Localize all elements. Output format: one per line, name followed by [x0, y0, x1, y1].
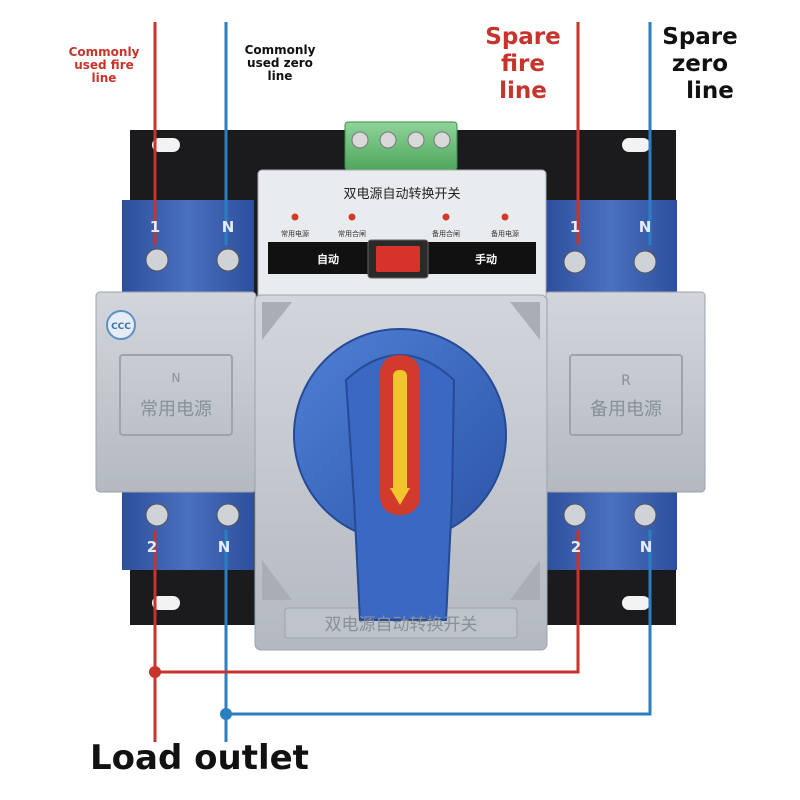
label-spare-zero-line: line	[686, 78, 734, 104]
label-load-outlet: Load outlet	[90, 738, 309, 778]
terminal-right-bot-n: N	[640, 538, 653, 556]
right-module-name: 备用电源	[590, 399, 662, 420]
wiring	[153, 22, 652, 742]
label-common-zero-line: Commonly used zero line	[244, 43, 316, 83]
indicator-label-1: 常用电源	[281, 229, 309, 238]
panel-title: 双电源自动转换开关	[343, 187, 460, 202]
ccc-mark-label: CCC	[111, 322, 131, 332]
fire-junction	[149, 666, 161, 678]
left-module-name: 常用电源	[140, 399, 212, 420]
right-module-letter: R	[621, 373, 631, 389]
terminal-right-top-1: 1	[570, 218, 580, 236]
control-panel	[257, 169, 547, 301]
zero-junction	[220, 708, 232, 720]
green-terminal-connector	[344, 121, 458, 171]
ccc-mark	[106, 310, 136, 340]
screw-icons	[145, 248, 657, 527]
indicator-label-2: 常用合闸	[338, 229, 366, 238]
label-spare-fire-line: Spare fire line	[485, 24, 561, 104]
mode-auto-label: 自动	[317, 252, 339, 266]
terminal-left-top-1: 1	[150, 218, 160, 236]
mounting-hole-br	[622, 596, 650, 610]
mode-manual-label: 手动	[475, 252, 497, 266]
housing-bottom-title: 双电源自动转换开关	[325, 615, 478, 635]
left-module	[95, 291, 257, 493]
right-module	[544, 291, 706, 493]
right-bottom-terminal-block	[545, 490, 677, 570]
mounting-hole-tr	[622, 138, 650, 152]
terminal-left-top-n: N	[222, 218, 235, 236]
terminal-right-top-n: N	[639, 218, 652, 236]
indicator-label-4: 备用电源	[491, 229, 519, 238]
mounting-hole-bl	[152, 596, 180, 610]
terminal-left-bot-2: 2	[147, 538, 157, 556]
label-spare-zero: Spare zero	[662, 24, 738, 77]
left-module-letter: N	[172, 371, 181, 385]
left-top-terminal-block	[122, 200, 254, 295]
terminal-right-bot-2: 2	[571, 538, 581, 556]
indicator-label-3: 备用合闸	[432, 229, 460, 238]
label-common-fire-line: Commonly used fire line	[68, 45, 140, 85]
spare-zero-return	[226, 530, 652, 716]
left-bottom-terminal-block	[122, 490, 254, 570]
mounting-hole-tl	[152, 138, 180, 152]
rotary-handle[interactable]	[293, 328, 507, 621]
terminal-left-bot-n: N	[218, 538, 231, 556]
right-top-terminal-block	[545, 200, 677, 295]
spare-fire-return	[155, 530, 580, 674]
